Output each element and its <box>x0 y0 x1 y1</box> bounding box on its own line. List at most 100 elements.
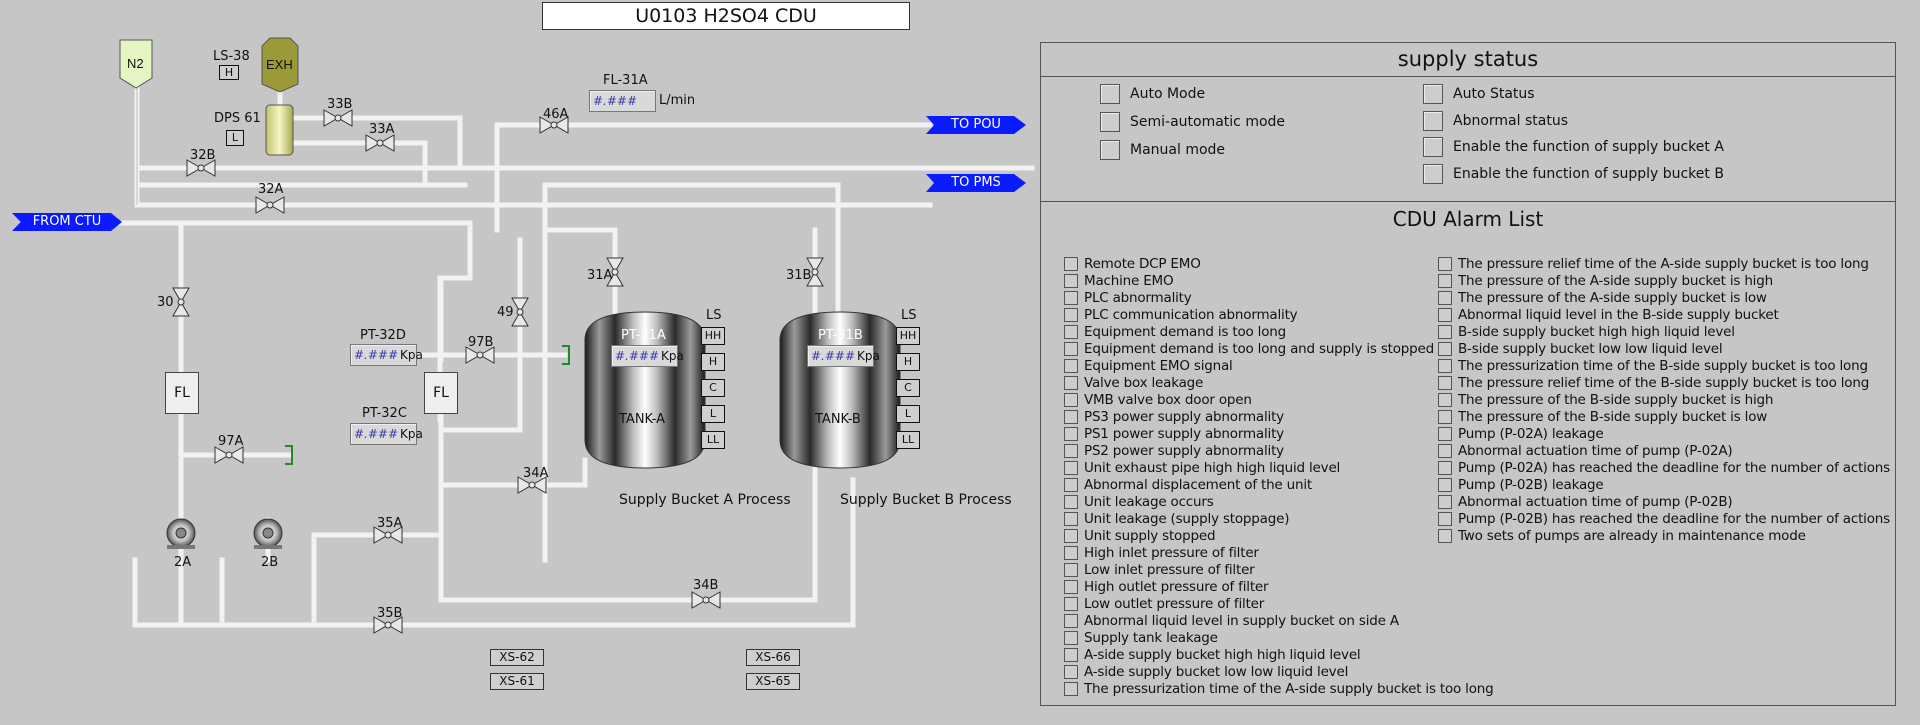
alarm-label: A-side supply bucket high high liquid le… <box>1084 646 1361 663</box>
tank-a-label: TANK-A <box>619 412 666 427</box>
pt32d-display: #.###Kpa <box>350 344 423 366</box>
alarm-indicator <box>1064 324 1078 339</box>
alarm-label: Pump (P-02B) leakage <box>1458 476 1604 493</box>
alarm-indicator <box>1064 494 1078 509</box>
status-auto-status[interactable]: Auto Status <box>1423 84 1535 104</box>
alarm-item: Abnormal actuation time of pump (P-02A) <box>1438 442 1733 459</box>
valve-33b-shape <box>323 109 353 127</box>
status-checkbox[interactable] <box>1423 137 1443 157</box>
status-abnormal-status[interactable]: Abnormal status <box>1423 110 1568 131</box>
valve-31a-shape <box>606 257 624 287</box>
alarm-item: Pump (P-02A) has reached the deadline fo… <box>1438 459 1890 476</box>
alarm-indicator <box>1064 256 1078 271</box>
alarm-item: Equipment demand is too long and supply … <box>1064 340 1434 357</box>
alarm-indicator <box>1064 307 1078 322</box>
alarm-label: PS3 power supply abnormality <box>1084 408 1284 425</box>
filter-2[interactable]: FL <box>424 372 458 414</box>
valve-97a-label: 97A <box>218 434 244 449</box>
status-semi-automatic-mode[interactable]: Semi-automatic mode <box>1100 112 1285 132</box>
valve-35a-shape <box>373 526 403 544</box>
valve-32b-shape <box>186 159 216 177</box>
alarm-label: Unit leakage (supply stoppage) <box>1084 510 1290 527</box>
alarm-label: Pump (P-02B) has reached the deadline fo… <box>1458 510 1890 527</box>
valve-31b-shape <box>806 257 824 287</box>
level-switch-hh[interactable]: HH <box>896 327 920 345</box>
exh-vessel <box>261 37 299 105</box>
alarm-indicator <box>1064 392 1078 407</box>
alarm-indicator <box>1064 443 1078 458</box>
level-switch-c[interactable]: C <box>701 379 725 397</box>
valve-35a-label: 35A <box>377 516 403 531</box>
alarm-indicator <box>1064 290 1078 305</box>
alarm-indicator <box>1064 613 1078 628</box>
alarm-label: Low outlet pressure of filter <box>1084 595 1265 612</box>
process-diagram: U0103 H2SO4 CDU N2 EXH LS-38 H DPS 61 L … <box>12 2 1035 690</box>
alarm-indicator <box>1438 290 1452 305</box>
status-auto-mode[interactable]: Auto Mode <box>1100 84 1205 104</box>
alarm-label: The pressure of the B-side supply bucket… <box>1458 391 1774 408</box>
alarm-item: The pressure of the A-side supply bucket… <box>1438 272 1773 289</box>
level-switch-c[interactable]: C <box>896 379 920 397</box>
alarm-item: Pump (P-02A) leakage <box>1438 425 1604 442</box>
status-checkbox[interactable] <box>1100 112 1120 132</box>
status-checkbox[interactable] <box>1423 110 1443 131</box>
pt31a-unit: Kpa <box>661 349 684 363</box>
level-switch-l[interactable]: L <box>896 405 920 423</box>
alarm-indicator <box>1064 409 1078 424</box>
piping-svg <box>97 37 1035 634</box>
to-pou-flag[interactable]: TO POU <box>926 116 1026 134</box>
pt32d-unit: Kpa <box>400 348 423 362</box>
alarm-label: The pressurization time of the A-side su… <box>1084 680 1494 697</box>
alarm-label: Unit exhaust pipe high high liquid level <box>1084 459 1341 476</box>
alarm-item: Abnormal liquid level in supply bucket o… <box>1064 612 1399 629</box>
ls38-state[interactable]: H <box>219 65 239 80</box>
level-switch-hh[interactable]: HH <box>701 327 725 345</box>
status-checkbox[interactable] <box>1100 140 1120 160</box>
level-switch-l[interactable]: L <box>701 405 725 423</box>
valve-34a-label: 34A <box>523 466 549 481</box>
alarm-divider <box>1041 201 1895 202</box>
pt31a-display: #.###Kpa <box>611 345 684 367</box>
level-switch-h[interactable]: H <box>701 353 725 371</box>
alarm-indicator <box>1064 426 1078 441</box>
status-label: Abnormal status <box>1453 112 1568 129</box>
xs-66-button[interactable]: XS-66 <box>746 649 800 666</box>
alarm-indicator <box>1438 494 1452 509</box>
alarm-item: The pressure of the A-side supply bucket… <box>1438 289 1767 306</box>
alarm-indicator <box>1438 307 1452 322</box>
pt32d-label: PT-32D <box>360 328 406 343</box>
to-pms-flag[interactable]: TO PMS <box>926 174 1026 192</box>
alarm-item: The pressure relief time of the B-side s… <box>1438 374 1869 391</box>
level-switch-h[interactable]: H <box>896 353 920 371</box>
green-caps <box>285 345 570 465</box>
level-switch-ll[interactable]: LL <box>701 431 725 449</box>
alarm-indicator <box>1438 477 1452 492</box>
alarm-item: The pressure of the B-side supply bucket… <box>1438 408 1767 425</box>
valve-34b-label: 34B <box>693 578 719 593</box>
xs-65-button[interactable]: XS-65 <box>746 673 800 690</box>
filter-1[interactable]: FL <box>165 372 199 414</box>
from-ctu-label: FROM CTU <box>32 214 102 229</box>
valve-97b-label: 97B <box>468 335 494 350</box>
alarm-item: PLC abnormality <box>1064 289 1192 306</box>
alarm-indicator <box>1438 358 1452 373</box>
level-switch-ll[interactable]: LL <box>896 431 920 449</box>
status-checkbox[interactable] <box>1423 84 1443 104</box>
valve-35b-label: 35B <box>377 606 403 621</box>
alarm-item: The pressure relief time of the A-side s… <box>1438 255 1869 272</box>
status-manual-mode[interactable]: Manual mode <box>1100 140 1225 160</box>
status-checkbox[interactable] <box>1100 84 1120 104</box>
dps61-state[interactable]: L <box>226 130 244 146</box>
fl31a-unit: L/min <box>659 93 696 108</box>
from-ctu-flag[interactable]: FROM CTU <box>12 213 122 231</box>
status-enable-the-function-of-supply-bucket-b[interactable]: Enable the function of supply bucket B <box>1423 163 1724 184</box>
alarm-indicator <box>1064 528 1078 543</box>
status-checkbox[interactable] <box>1423 163 1443 184</box>
pump-2b-shape <box>253 518 283 549</box>
status-enable-the-function-of-supply-bucket-a[interactable]: Enable the function of supply bucket A <box>1423 137 1724 157</box>
alarm-label: High inlet pressure of filter <box>1084 544 1259 561</box>
alarm-label: High outlet pressure of filter <box>1084 578 1269 595</box>
xs-61-button[interactable]: XS-61 <box>490 673 544 690</box>
xs-62-button[interactable]: XS-62 <box>490 649 544 666</box>
alarm-item: The pressurization time of the A-side su… <box>1064 680 1494 697</box>
